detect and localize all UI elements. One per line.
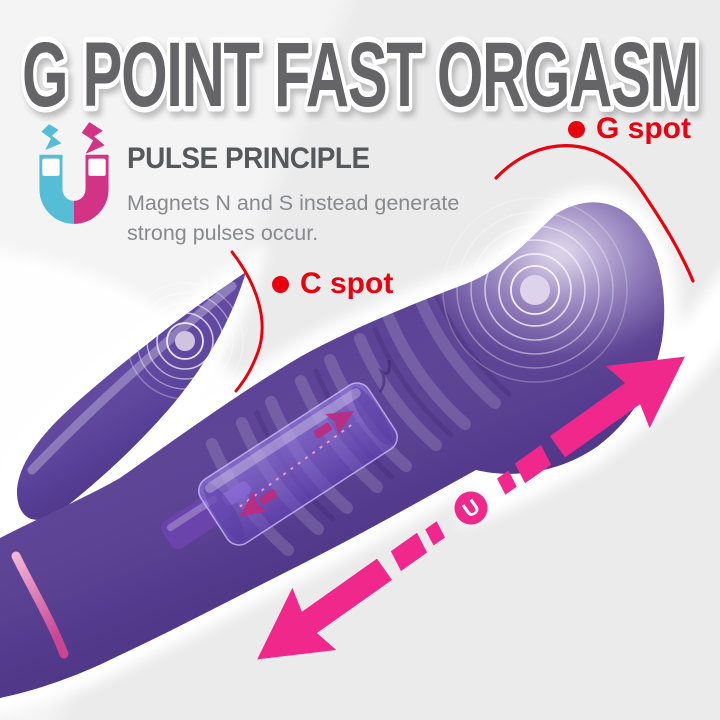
thrust-motion-arrow-icon: U <box>235 356 685 691</box>
spark-right-icon <box>81 122 105 154</box>
magnet-icon <box>39 122 109 224</box>
c-spot-text: C spot <box>300 267 394 300</box>
c-spot-dot <box>272 275 289 293</box>
feature-heading: PULSE PRINCIPLE <box>127 142 370 175</box>
c-spot-arc <box>230 250 264 393</box>
g-spot-ripples-icon <box>442 197 628 383</box>
c-spot-ripples-icon <box>126 282 244 400</box>
feature-description-line2: strong pulses occur. <box>127 221 319 245</box>
g-spot-label: G spot <box>568 112 691 146</box>
feature-block: PULSE PRINCIPLE Magnets N and S instead … <box>127 142 477 248</box>
feature-description: Magnets N and S instead generate strong … <box>127 188 477 248</box>
g-spot-arc <box>494 144 695 283</box>
g-spot-text: G spot <box>596 112 691 145</box>
c-spot-label: C spot <box>272 267 393 301</box>
handle-stripe <box>11 551 69 659</box>
magnet-right-tip <box>88 158 106 176</box>
magnet-left-tip <box>42 158 60 176</box>
feature-description-line1: Magnets N and S instead generate <box>127 191 460 215</box>
thrust-window <box>198 382 398 546</box>
arrow-u-badge: U <box>454 491 488 525</box>
headline-text: G POINT FAST ORGASM <box>22 24 698 124</box>
spark-left-icon <box>41 124 62 150</box>
g-spot-dot <box>568 120 585 138</box>
headline: G POINT FAST ORGASM <box>0 14 720 125</box>
pulse-direction-arrows <box>239 410 355 517</box>
